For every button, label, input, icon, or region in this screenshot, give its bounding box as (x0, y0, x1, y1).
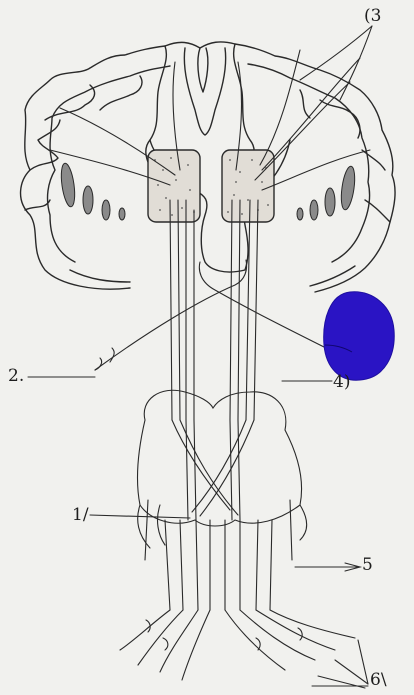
basal-nuclei (59, 162, 357, 220)
label-1: 1/ (72, 507, 89, 524)
label-5: 5 (362, 557, 373, 574)
descending-tract (170, 200, 172, 420)
spinal-cord (165, 520, 170, 610)
blue-ink-blob (324, 292, 395, 380)
label-2: 2. (8, 368, 24, 385)
leader-line-1 (90, 515, 190, 518)
brain-outer-outline (21, 42, 396, 292)
label-13: (3 (364, 8, 381, 25)
label-6: 6\ (370, 672, 387, 689)
peripheral-nerve (120, 610, 170, 650)
nerve-4 (199, 262, 330, 350)
thalamus-left (148, 150, 200, 222)
medulla-outline (138, 390, 302, 526)
label-4: 4) (333, 374, 350, 391)
